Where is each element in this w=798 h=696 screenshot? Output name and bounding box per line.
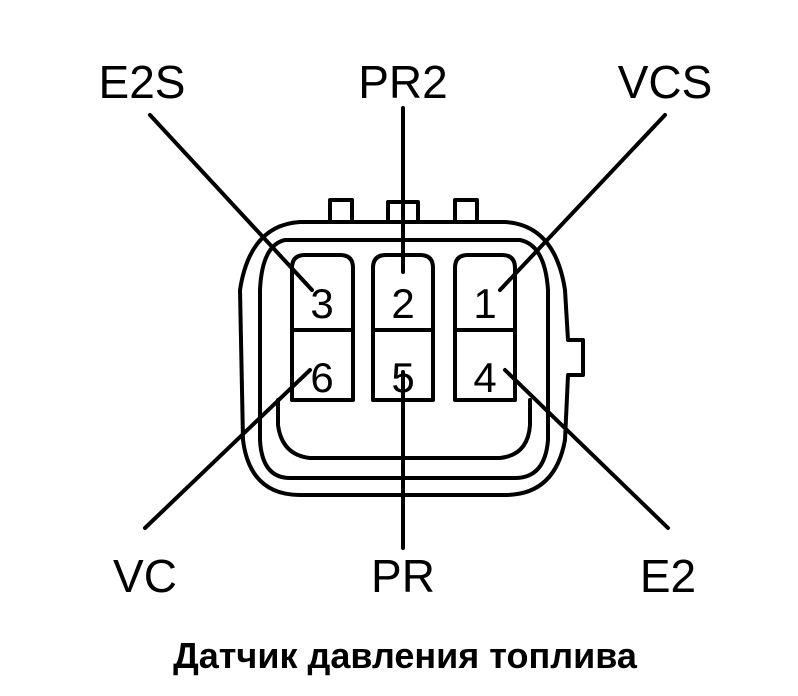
diagram-caption: Датчик давления топлива	[173, 635, 638, 676]
label-pr2: PR2	[358, 56, 447, 108]
label-vcs: VCS	[618, 56, 713, 108]
housing-outer	[238, 220, 585, 497]
cavity-left-column	[290, 253, 355, 402]
label-vc: VC	[113, 550, 177, 602]
label-e2s: E2S	[99, 56, 186, 108]
leader-vcs	[498, 113, 667, 292]
label-pr: PR	[371, 550, 435, 602]
pin-1-number: 1	[473, 280, 496, 327]
label-e2: E2	[640, 550, 696, 602]
leader-e2s	[148, 113, 314, 292]
pin-6-number: 6	[310, 354, 333, 401]
pin-cavities	[290, 253, 517, 402]
pin-2-number: 2	[391, 280, 414, 327]
cavity-right-column	[453, 253, 517, 402]
leader-e2	[503, 368, 670, 530]
pin-4-number: 4	[473, 354, 496, 401]
pin-3-number: 3	[310, 280, 333, 327]
cavity-center-column	[371, 253, 435, 402]
leader-vc	[143, 368, 312, 530]
leader-lines	[143, 106, 670, 550]
housing-inner-rim	[258, 238, 550, 480]
